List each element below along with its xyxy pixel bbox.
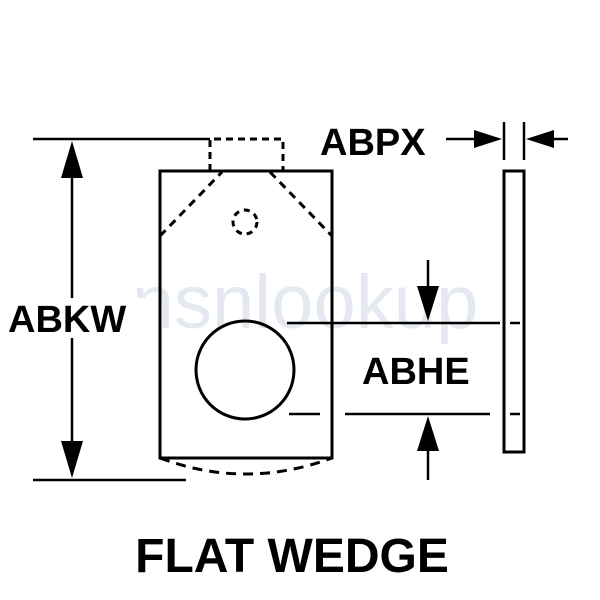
wedge-plate-side-view	[502, 169, 526, 454]
height-arrow-up	[61, 141, 83, 178]
left-chamfer-hidden-line	[158, 170, 224, 238]
wedge-plate-front-view	[158, 137, 334, 476]
hole-offset-label: ABHE	[362, 351, 470, 393]
hole-offset-arrow-down	[417, 286, 439, 321]
large-hole	[194, 319, 296, 421]
side-view-outline	[502, 169, 526, 454]
wedge-plate-outline	[158, 169, 334, 460]
right-chamfer-hidden-line	[268, 170, 334, 238]
top-tab-hidden-line	[208, 137, 285, 171]
height-label-background	[6, 298, 148, 338]
thickness-label: ABPX	[320, 122, 426, 164]
watermark-text: nsnlookup	[132, 260, 479, 345]
thickness-arrow-left	[526, 130, 554, 148]
hole-offset-arrow-up	[417, 416, 439, 451]
small-hole-hidden	[231, 208, 259, 236]
height-label: ABKW	[8, 299, 126, 341]
thickness-arrow-right	[474, 130, 502, 148]
height-arrow-down	[61, 441, 83, 478]
diagram-caption: FLAT WEDGE	[135, 530, 449, 583]
bottom-curve-hidden-line	[159, 456, 333, 476]
thickness-dimension	[446, 122, 568, 160]
hole-offset-dimension	[287, 260, 520, 480]
